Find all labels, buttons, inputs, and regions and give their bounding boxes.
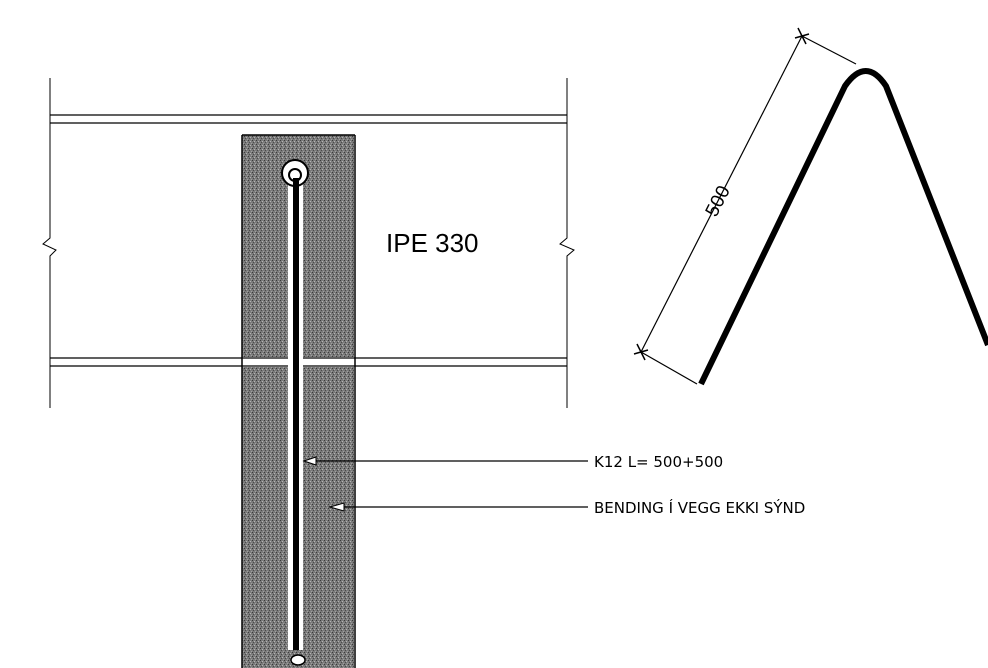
bending-leader-arrow <box>328 502 345 512</box>
ipe-beam <box>42 78 575 408</box>
rebar-in-wall <box>281 159 309 666</box>
dimension-tick-top <box>794 27 810 45</box>
leaders <box>302 456 588 512</box>
bent-bar-detail: 500 <box>633 27 988 386</box>
rebar-leader-arrow <box>302 456 317 466</box>
rebar-bottom-end <box>290 654 306 666</box>
dimension-tick-bottom <box>633 343 649 361</box>
beam-label: IPE 330 <box>386 228 479 258</box>
beam-break-right <box>559 78 575 408</box>
dimension-extension-top <box>801 35 857 65</box>
dimension-line <box>640 35 803 353</box>
rebar-annotation: K12 L= 500+500 <box>594 453 723 471</box>
dimension-extension-bottom <box>640 351 698 385</box>
bent-bar-shape <box>698 68 988 386</box>
bending-annotation: BENDING Í VEGG EKKI SÝND <box>594 498 805 517</box>
beam-break-left <box>42 78 57 408</box>
dimension-value: 500 <box>702 182 735 220</box>
